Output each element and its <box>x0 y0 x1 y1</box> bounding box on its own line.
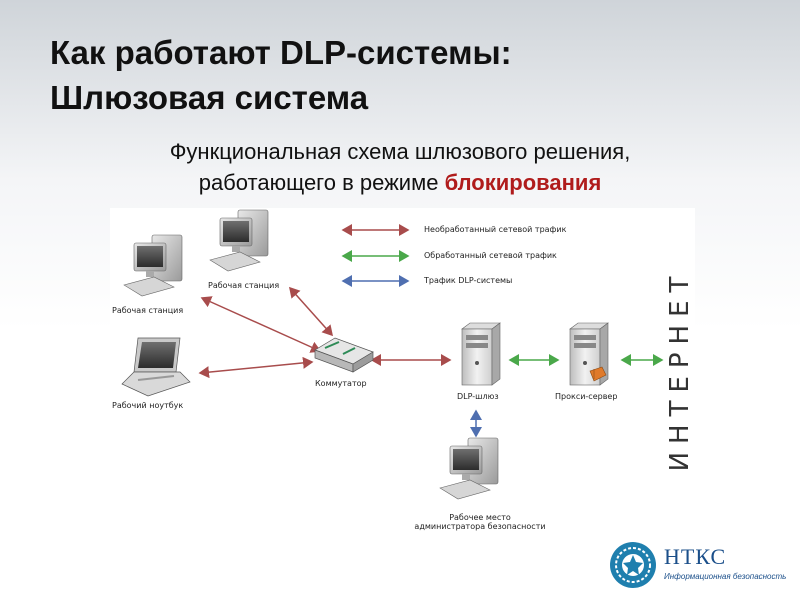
arrow-ws2-switch <box>289 286 333 337</box>
label-workstation-1: Рабочая станция <box>112 306 184 315</box>
logo-title: НТКС <box>664 544 727 569</box>
internet-text: ИНТЕРНЕТ <box>665 268 695 472</box>
laptop-icon <box>121 337 191 397</box>
company-logo: НТКС Информационная безопасность <box>608 540 798 590</box>
subtitle-line-1: Функциональная схема шлюзового решения, <box>169 139 631 164</box>
legend-label-dlp: Трафик DLP-системы <box>424 276 513 285</box>
label-proxy: Прокси-сервер <box>555 392 618 401</box>
title-line-1: Как работают DLP-системы: <box>50 34 512 71</box>
label-admin: Рабочее место администратора безопасност… <box>380 513 580 531</box>
proxy-server-icon <box>569 322 609 386</box>
legend-label-processed: Обработанный сетевой трафик <box>424 251 557 260</box>
label-workstation-2: Рабочая станция <box>208 281 280 290</box>
switch-icon <box>314 337 374 373</box>
admin-workstation-icon <box>439 437 499 500</box>
logo-emblem-icon <box>610 542 656 588</box>
slide-subtitle: Функциональная схема шлюзового решения, … <box>0 136 800 198</box>
internet-label: ИНТЕРНЕТ <box>660 269 700 472</box>
label-switch: Коммутатор <box>315 379 367 388</box>
label-dlp-gateway: DLP-шлюз <box>457 392 499 401</box>
legend <box>341 224 410 287</box>
arrow-ws1-switch <box>200 296 322 353</box>
arrow-laptop-switch <box>198 356 314 379</box>
subtitle-highlight: блокирования <box>444 170 602 195</box>
connections <box>198 286 664 438</box>
subtitle-line-2: работающего в режиме блокирования <box>0 167 800 198</box>
workstation-2-icon <box>209 209 269 272</box>
workstation-1-icon <box>123 234 183 297</box>
logo-tagline: Информационная безопасность <box>664 572 787 581</box>
diagram-canvas <box>121 209 664 500</box>
label-admin-line-2: администратора безопасности <box>414 522 546 531</box>
label-admin-line-1: Рабочее место <box>449 513 511 522</box>
slide-title: Как работают DLP-системы: Шлюзовая систе… <box>50 30 750 120</box>
network-diagram: Необработанный сетевой трафик Обработанн… <box>110 208 695 548</box>
legend-label-raw: Необработанный сетевой трафик <box>424 225 567 234</box>
subtitle-line-2-plain: работающего в режиме <box>198 170 445 195</box>
label-laptop: Рабочий ноутбук <box>112 401 184 410</box>
dlp-gateway-server-icon <box>461 322 501 386</box>
title-line-2: Шлюзовая система <box>50 79 369 116</box>
